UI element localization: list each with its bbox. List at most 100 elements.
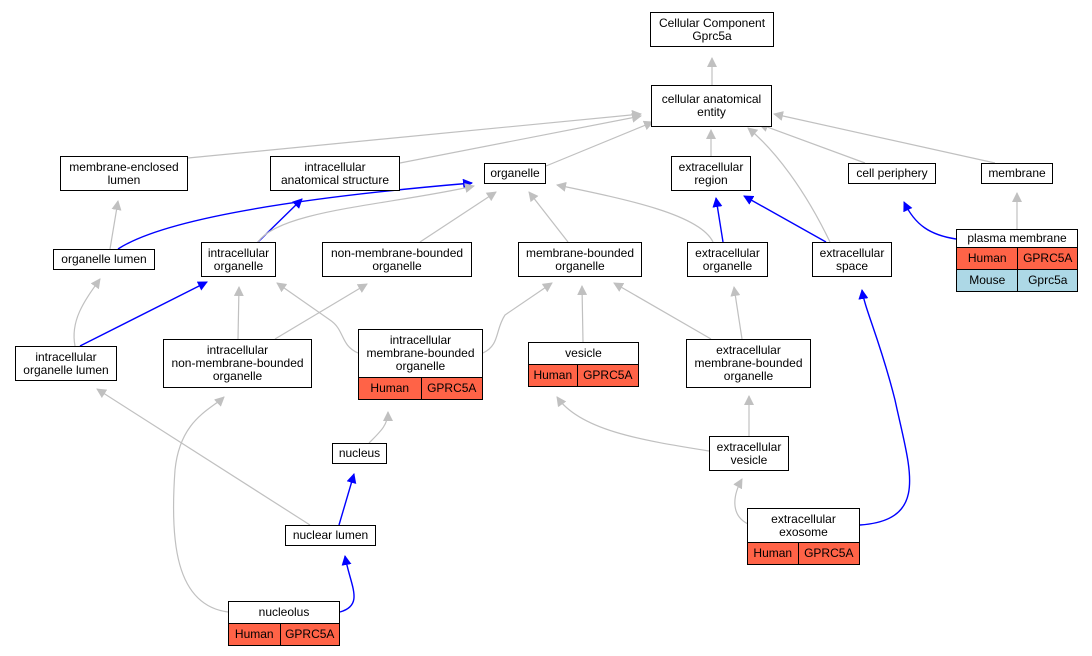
edge-is-a-nl-to-iol	[96, 388, 311, 526]
edge-is-a-org-to-cae	[545, 120, 654, 167]
edge-is-a-exv-to-ves	[556, 396, 710, 452]
gene-cell: GPRC5A	[1017, 248, 1077, 269]
edge-part-of-pm-to-cp	[903, 201, 957, 240]
edge-is-a-imbo-to-io	[276, 282, 359, 354]
edge-is-a-nmbo-to-org	[419, 191, 497, 243]
edge-is-a-exs-to-cae	[747, 127, 831, 243]
term-label: extracellular vesicle	[716, 439, 782, 467]
edge-part-of-nl-to-nuc	[338, 473, 357, 526]
term-node-embo[interactable]: extracellular membrane-bounded organelle	[686, 339, 811, 388]
term-node-io[interactable]: intracellular organelle	[201, 242, 276, 277]
gene-cell: GPRC5A	[576, 365, 638, 386]
annotation-row: Human GPRC5A	[359, 377, 482, 399]
edge-is-a-cp-to-cae	[758, 122, 866, 164]
term-label: extracellular membrane-bounded organelle	[694, 343, 803, 383]
species-cell: Human	[753, 546, 793, 560]
edge-is-a-nuc-to-imbo	[368, 411, 393, 444]
edge-part-of-ol-to-org	[117, 178, 473, 250]
edge-is-a-mbo-to-org	[528, 191, 569, 243]
term-node-nuc[interactable]: nucleus	[332, 443, 387, 464]
term-label: intracellular non-membrane-bounded organ…	[171, 343, 304, 383]
gene-cell: Gprc5a	[1017, 270, 1077, 291]
term-node-root[interactable]: Cellular Component Gprc5a	[650, 12, 774, 47]
term-label: extracellular exosome	[771, 511, 836, 539]
edge-is-a-mel-to-cae	[187, 109, 642, 159]
species-cell: Human	[234, 627, 274, 641]
term-label: plasma membrane	[967, 231, 1067, 245]
term-node-inmbo[interactable]: intracellular non-membrane-bounded organ…	[163, 339, 312, 388]
term-label: intracellular organelle	[207, 245, 270, 273]
term-label: nuclear lumen	[292, 528, 369, 542]
term-node-imbo[interactable]: intracellular membrane-bounded organelle…	[358, 329, 483, 400]
term-label: extracellular region	[678, 159, 744, 187]
term-label: organelle	[490, 166, 540, 180]
edge-is-a-exso-to-exv	[733, 478, 749, 525]
term-label: extracellular organelle	[695, 245, 760, 273]
term-node-cae[interactable]: cellular anatomical entity	[651, 85, 772, 127]
term-node-exr[interactable]: extracellular region	[671, 156, 751, 191]
edge-is-a-ias-to-cae	[399, 112, 642, 164]
edge-is-a-io-to-org	[257, 183, 475, 243]
term-node-org[interactable]: organelle	[484, 163, 546, 184]
edge-is-a-inmbo-to-nmbo	[274, 283, 368, 340]
edge-is-a-embo-to-exo	[730, 286, 743, 340]
term-label: nucleolus	[258, 605, 310, 619]
species-cell: Human	[533, 368, 573, 382]
edge-is-a-nclo-to-inmbo	[172, 396, 229, 613]
term-node-mem[interactable]: membrane	[981, 163, 1053, 184]
term-node-exv[interactable]: extracellular vesicle	[709, 436, 789, 471]
term-node-mbo[interactable]: membrane-bounded organelle	[518, 242, 642, 277]
edge-part-of-exo-to-exr	[712, 197, 724, 243]
edge-part-of-iol-to-io	[79, 281, 208, 347]
term-label: membrane-bounded organelle	[525, 245, 635, 273]
gene-cell: GPRC5A	[797, 543, 859, 564]
edge-is-a-iol-to-ol	[73, 278, 101, 347]
term-label: organelle lumen	[61, 252, 147, 266]
species-cell: Human	[370, 381, 410, 395]
edge-is-a-ol-to-mel	[109, 200, 122, 250]
edge-is-a-inmbo-to-io	[233, 286, 244, 340]
term-node-nl[interactable]: nuclear lumen	[285, 525, 376, 546]
edge-is-a-exo-to-org	[556, 181, 714, 243]
term-node-cp[interactable]: cell periphery	[848, 163, 936, 184]
annotation-row: Human GPRC5A	[748, 542, 859, 564]
term-label: extracellular space	[819, 245, 885, 273]
term-label: intracellular anatomical structure	[280, 159, 390, 187]
species-cell: Human	[967, 251, 1007, 265]
term-node-mel[interactable]: membrane-enclosed lumen	[60, 156, 188, 191]
term-label: intracellular membrane-bounded organelle	[366, 333, 475, 373]
term-node-nmbo[interactable]: non-membrane-bounded organelle	[322, 242, 472, 277]
edge-is-a-mem-to-cae	[773, 111, 996, 164]
gene-cell: GPRC5A	[420, 378, 483, 399]
term-label: membrane-enclosed lumen	[69, 159, 179, 187]
term-node-ol[interactable]: organelle lumen	[53, 249, 155, 270]
term-label: non-membrane-bounded organelle	[330, 245, 464, 273]
annotation-row: Human GPRC5A	[229, 623, 339, 645]
term-node-ias[interactable]: intracellular anatomical structure	[270, 156, 400, 191]
term-node-iol[interactable]: intracellular organelle lumen	[15, 346, 117, 381]
term-node-exs[interactable]: extracellular space	[812, 242, 892, 277]
gene-cell: GPRC5A	[279, 624, 339, 645]
term-label: vesicle	[565, 346, 602, 360]
edge-part-of-exs-to-exr	[743, 195, 827, 243]
term-label: cell periphery	[856, 166, 928, 180]
edge-is-a-ves-to-mbo	[577, 285, 588, 343]
edge-is-a-imbo-to-mbo	[482, 282, 553, 354]
species-cell: Mouse	[969, 273, 1006, 287]
term-label: nucleus	[338, 446, 381, 460]
term-label: membrane	[988, 166, 1046, 180]
term-label: intracellular organelle lumen	[23, 349, 109, 377]
edge-part-of-exso-to-exs	[858, 289, 911, 526]
term-node-exo[interactable]: extracellular organelle	[687, 242, 768, 277]
term-label: cellular anatomical entity	[661, 92, 762, 119]
edge-part-of-nclo-to-nl	[339, 555, 355, 613]
term-label: Cellular Component Gprc5a	[658, 15, 766, 43]
annotation-row: Human GPRC5A	[957, 247, 1077, 269]
